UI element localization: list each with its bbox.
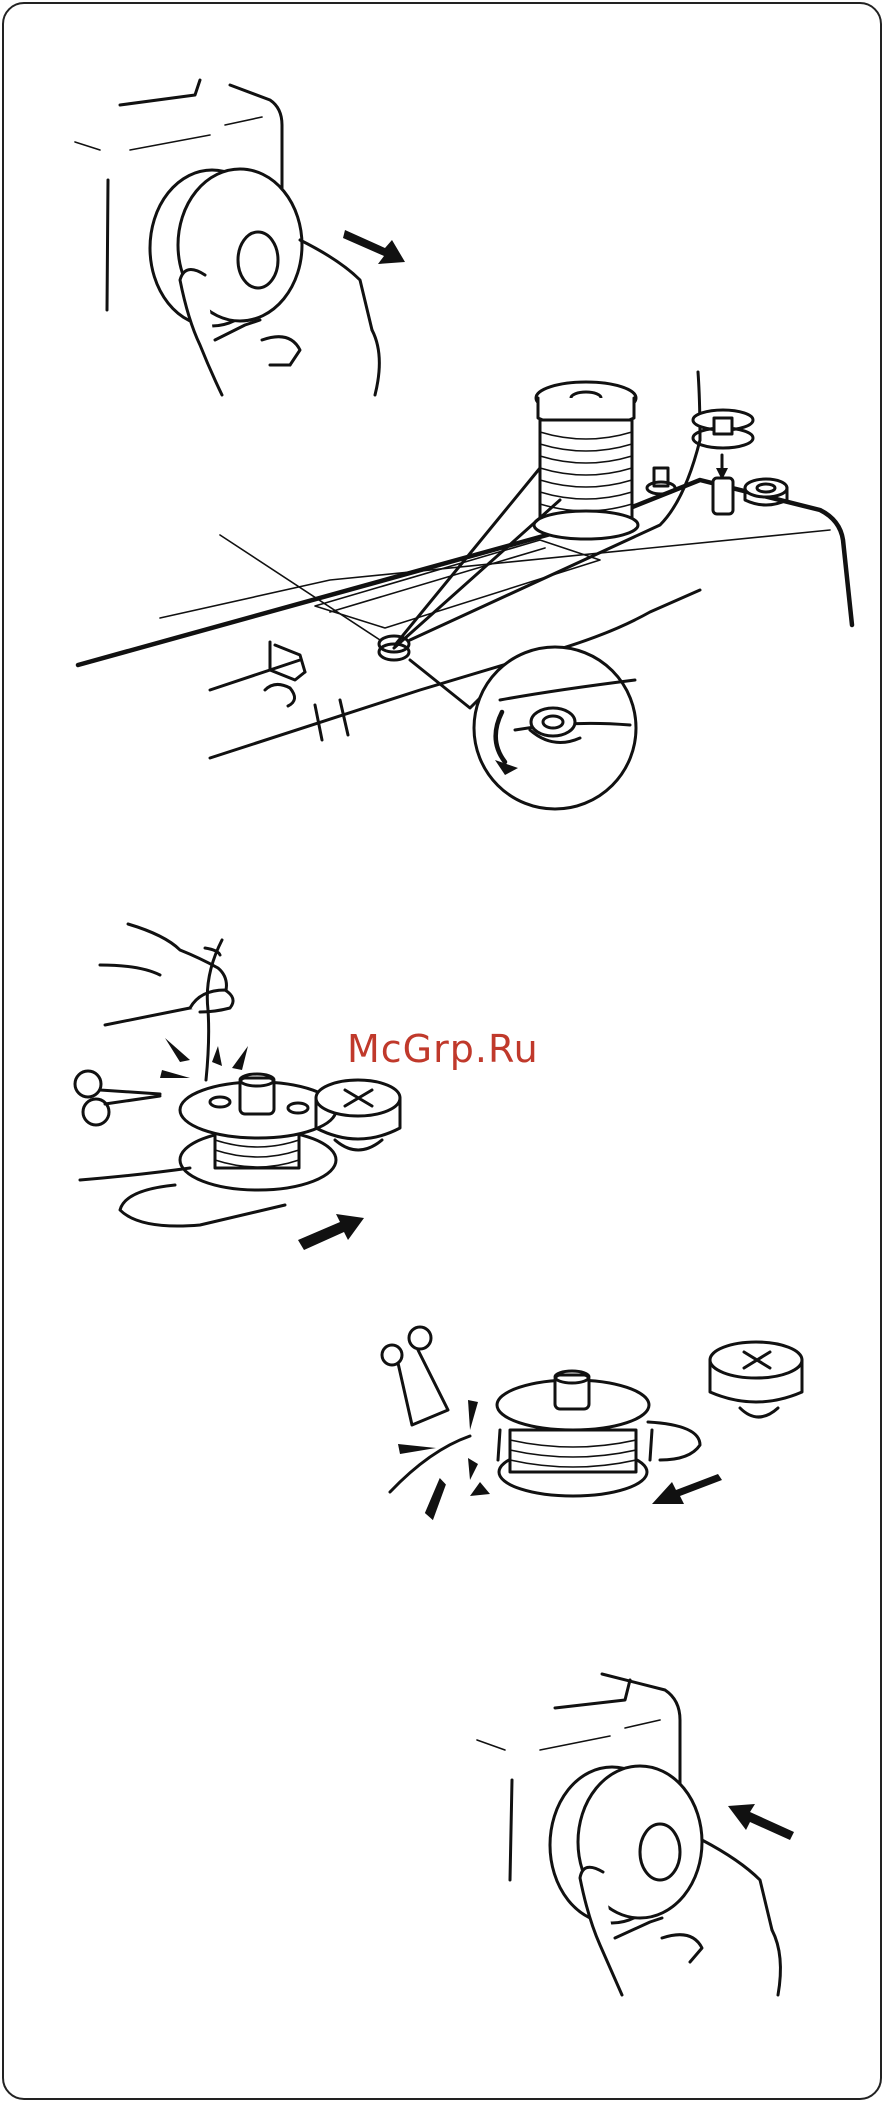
handwheel-push-in-illustration — [477, 1674, 794, 1995]
pull-arrow-icon — [343, 230, 405, 264]
scissors-icon — [75, 1071, 101, 1097]
push-arrow-icon — [298, 1214, 364, 1250]
push-left-arrow-icon — [652, 1474, 722, 1504]
bobbin-cut-thread-illustration — [382, 1327, 802, 1520]
watermark-text: McGrp.Ru — [347, 1027, 539, 1071]
spool-threading-illustration — [78, 372, 852, 809]
bobbin-hold-thread-illustration — [75, 924, 400, 1250]
handwheel-pull-out-illustration — [75, 80, 405, 395]
push-in-arrow-icon — [728, 1804, 794, 1840]
